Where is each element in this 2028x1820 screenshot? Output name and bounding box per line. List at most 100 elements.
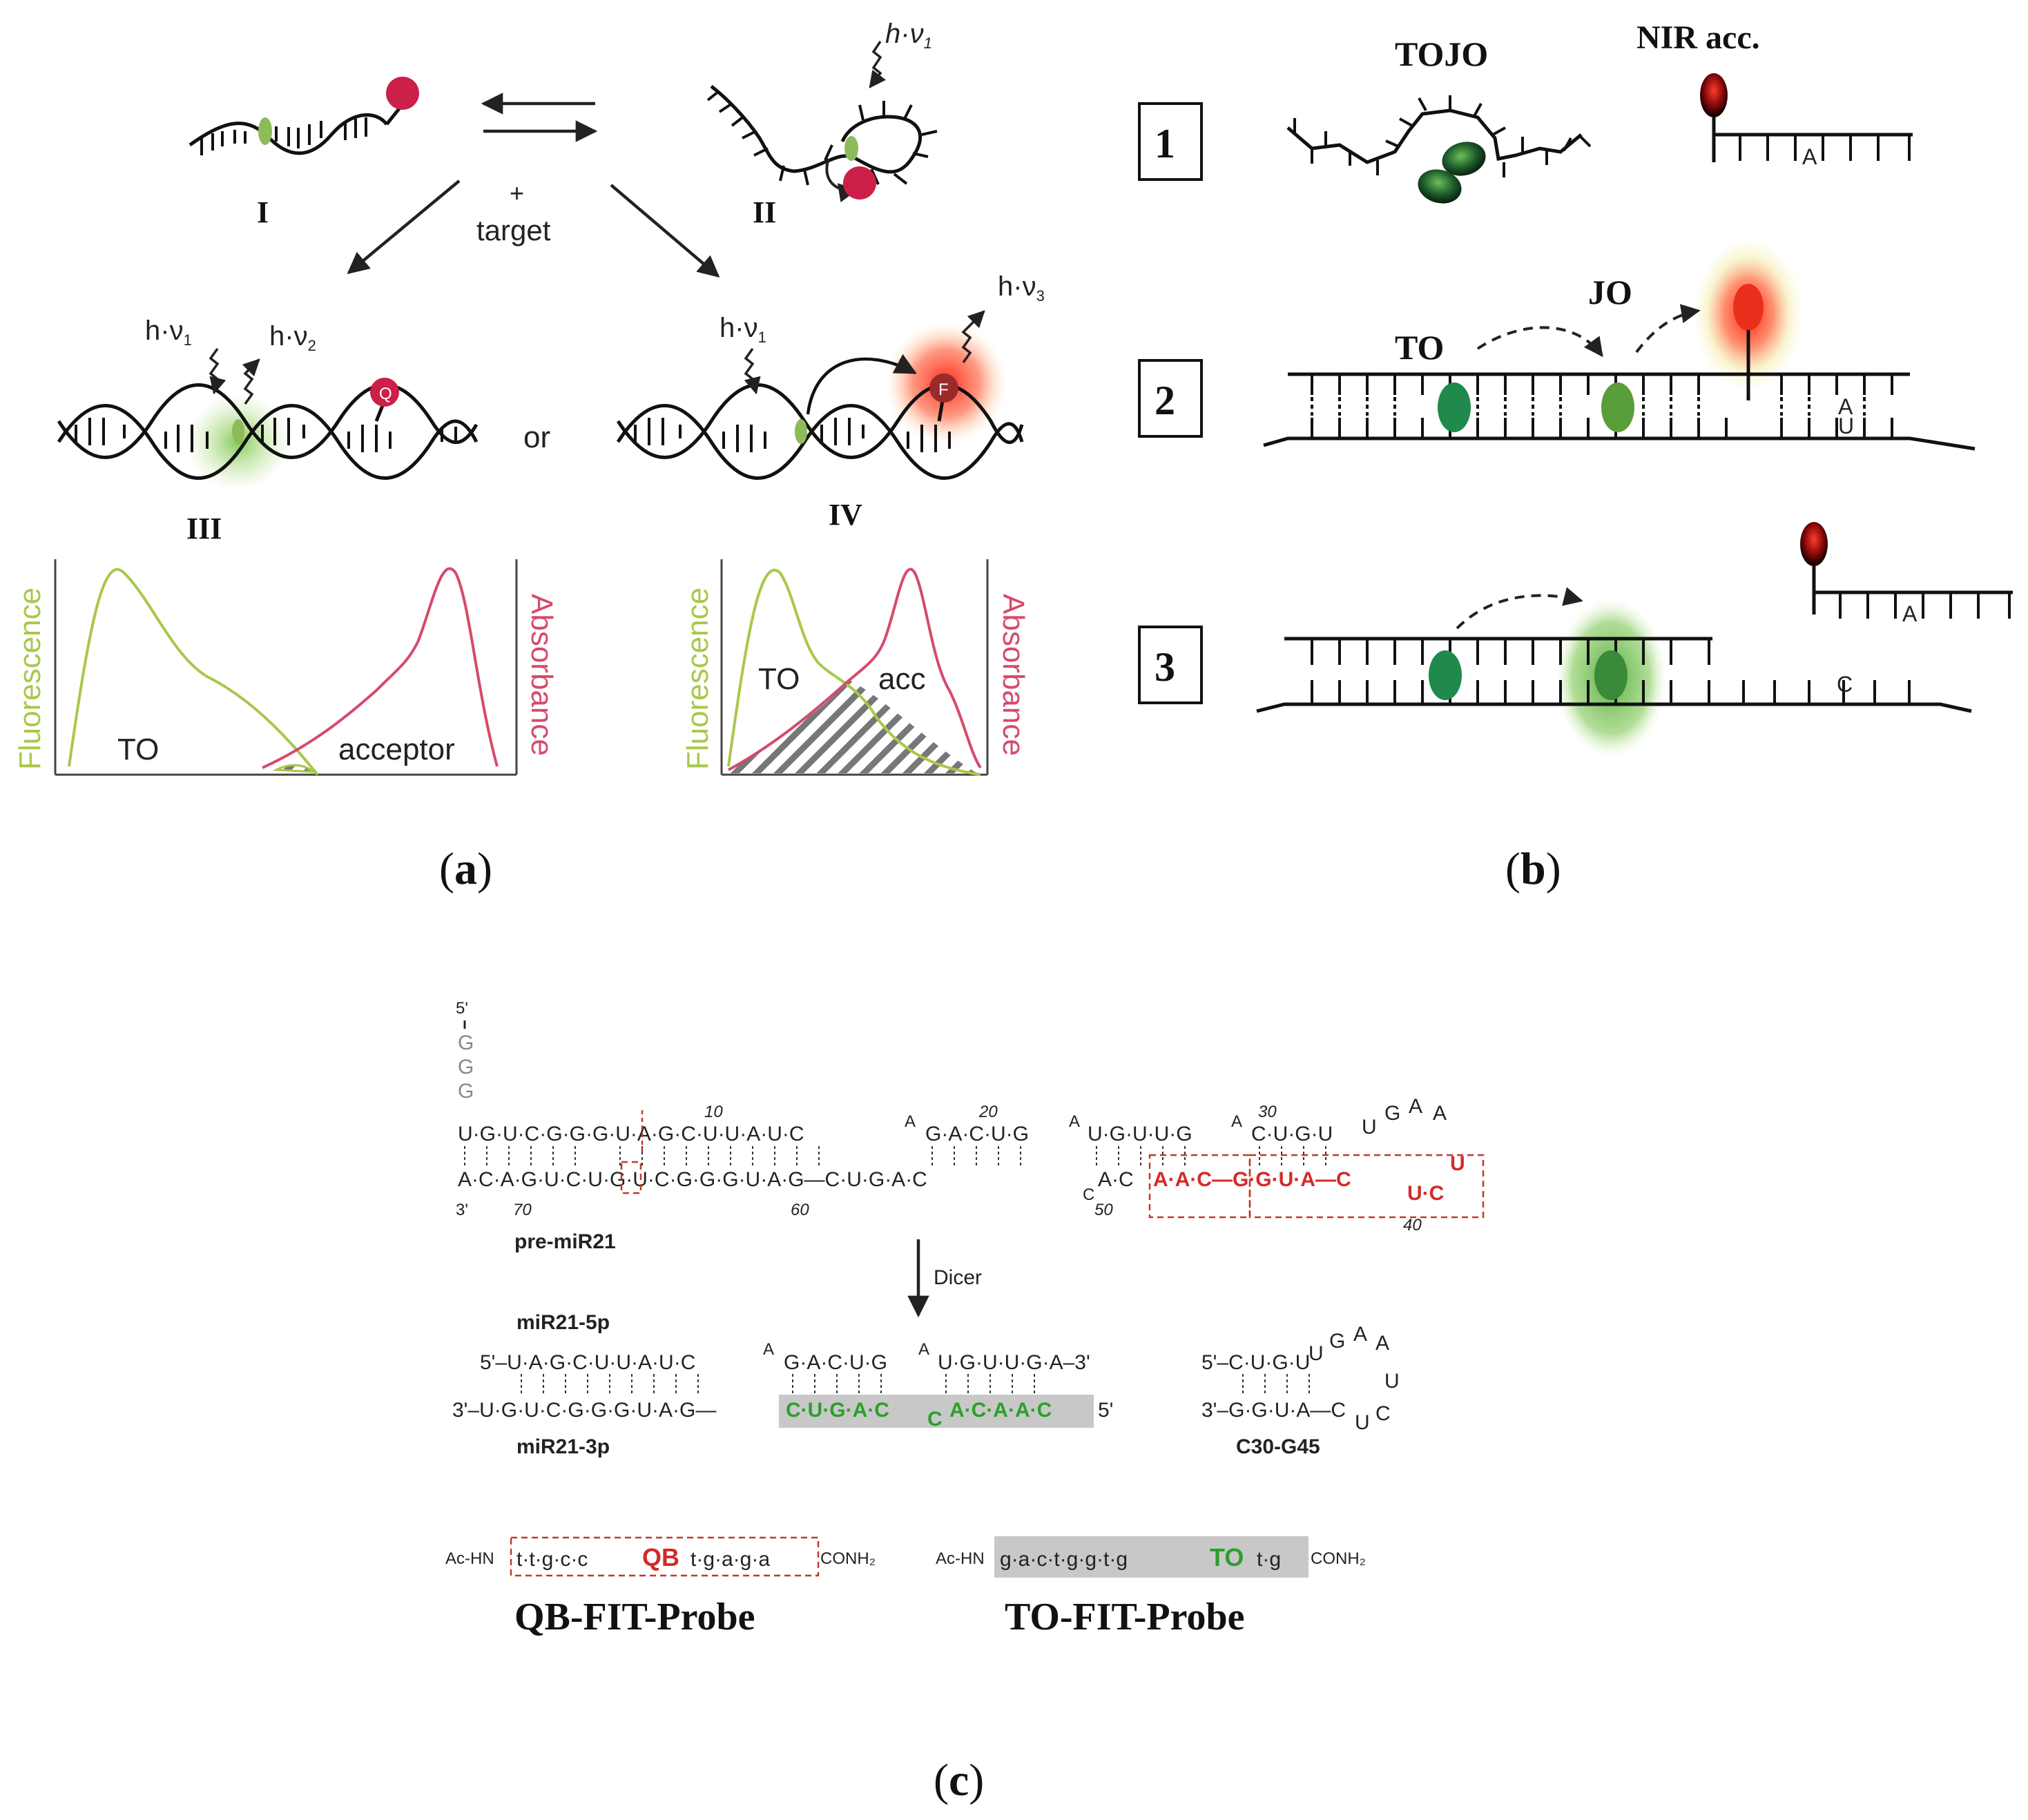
target-label: target bbox=[476, 214, 551, 246]
jo-label-step2: JO bbox=[1588, 273, 1632, 311]
fluorophore-F bbox=[929, 374, 958, 403]
hairpin-bottom-C: C bbox=[1375, 1402, 1391, 1425]
to-seq2: t·g bbox=[1257, 1548, 1281, 1571]
pre-top-bulge: A bbox=[905, 1112, 916, 1131]
position-40: 40 bbox=[1403, 1216, 1422, 1235]
hairpin-loop-U2: U bbox=[1384, 1370, 1400, 1393]
base-C-step3: C bbox=[1837, 672, 1853, 697]
to-dye-state-III bbox=[232, 419, 244, 444]
step-3-number: 3 bbox=[1155, 644, 1175, 690]
position-30: 30 bbox=[1258, 1103, 1277, 1121]
hv3-label-IV: h·ν3 bbox=[998, 271, 1045, 304]
absorbance-axis-label-left: Absorbance bbox=[525, 594, 559, 756]
fluorophore-F-letter: F bbox=[938, 380, 949, 399]
pre-top-bulge3: A bbox=[1231, 1112, 1242, 1131]
spectrum-plot-right: Fluorescence Absorbance TO acc bbox=[681, 559, 1030, 776]
to-fit-probe: Ac-HN g·a·c·t·g·g·t·g TO t·g CONH₂ TO-FI… bbox=[936, 1536, 1366, 1638]
pre-top-strand: U·G·U·C·G·G·G·U·A·G·C·U·U·A·U·C bbox=[458, 1123, 804, 1145]
tojo-probe bbox=[1286, 95, 1592, 204]
base-A-step2: A bbox=[1838, 394, 1853, 419]
to-dye-state-I bbox=[258, 117, 272, 145]
panel-b: 1 2 3 TOJO NIR acc. A bbox=[1138, 19, 2013, 894]
five-prime-pre: 5' bbox=[456, 999, 468, 1018]
mir21-3p-seq: 3'–U·G·U·C·G·G·G·U·A·G— bbox=[452, 1399, 716, 1422]
base-A-step3: A bbox=[1902, 601, 1918, 626]
fluorescence-curve-right bbox=[727, 568, 981, 776]
position-10: 10 bbox=[704, 1103, 723, 1121]
mir21-5p-seq: 5'–U·A·G·C·U·U·A·U·C bbox=[480, 1351, 695, 1374]
hv1-label-IV: h·ν1 bbox=[720, 313, 766, 346]
position-60: 60 bbox=[791, 1201, 809, 1219]
label-state-I: I bbox=[257, 195, 269, 229]
to-dye-state-II bbox=[844, 136, 858, 161]
loop-base-G: G bbox=[1384, 1102, 1400, 1125]
qb-dye: QB bbox=[642, 1543, 679, 1571]
energy-transfer-arrow bbox=[806, 354, 917, 415]
pre-bottom-strand: A·C·A·G·U·C·U·G·U·C·G·G·G·U·A·G—C·U·G·A·… bbox=[458, 1168, 927, 1191]
red-box-left bbox=[1148, 1154, 1251, 1219]
nir-dye-step2 bbox=[1733, 284, 1764, 331]
hairpin-top: 5'–C·U·G·U bbox=[1201, 1351, 1310, 1374]
g-overhang-2: G bbox=[458, 1056, 474, 1078]
hairpin-loop-U: U bbox=[1308, 1342, 1324, 1365]
c30-g45-label: C30-G45 bbox=[1236, 1435, 1320, 1458]
hairpin-bottom: 3'–G·G·U·A—C bbox=[1201, 1399, 1346, 1422]
quencher-state-I bbox=[386, 77, 419, 110]
jo-dye-step2 bbox=[1601, 383, 1634, 432]
hairpin-loop-A1: A bbox=[1353, 1323, 1367, 1346]
mir21-3p-end: 5' bbox=[1098, 1399, 1113, 1422]
qb-seq2: t·g·a·g·a bbox=[691, 1548, 770, 1571]
base-A-step1: A bbox=[1802, 144, 1817, 169]
hairpin-bottom-U: U bbox=[1355, 1411, 1370, 1434]
fluorescence-axis-label-right: Fluorescence bbox=[681, 588, 715, 770]
fluorescence-curve-left bbox=[68, 568, 319, 776]
panel-b-label: (b) bbox=[1505, 844, 1561, 894]
mir21-5p-seq2: G·A·C·U·G bbox=[784, 1351, 887, 1374]
qb-prefix: Ac-HN bbox=[445, 1549, 494, 1568]
hairpin-loop-G: G bbox=[1329, 1330, 1345, 1353]
tojo-label: TOJO bbox=[1395, 35, 1488, 73]
label-state-II: II bbox=[753, 195, 776, 229]
duplex-step-3: C A bbox=[1256, 522, 2013, 757]
mir21-5p-seq3: U·G·U·U·G·A–3' bbox=[938, 1351, 1090, 1374]
step-box-2 bbox=[1138, 359, 1203, 438]
to-prefix: Ac-HN bbox=[936, 1549, 985, 1568]
jo-dye-tojo bbox=[1418, 169, 1462, 204]
label-state-III: III bbox=[186, 512, 222, 545]
loop-base-A2: A bbox=[1433, 1102, 1447, 1125]
to-seq1: g·a·c·t·g·g·t·g bbox=[1000, 1548, 1128, 1571]
acceptor-label: acceptor bbox=[338, 733, 455, 766]
strand-state-II: h·ν1 II bbox=[706, 19, 938, 229]
to-probe-title: TO-FIT-Probe bbox=[1005, 1596, 1244, 1638]
g-overhang-3: G bbox=[458, 1080, 474, 1103]
acc-label: acc bbox=[878, 662, 925, 696]
nir-dye-1 bbox=[1700, 73, 1728, 117]
base-U-step2: U bbox=[1838, 414, 1854, 438]
step-box-1 bbox=[1138, 102, 1203, 181]
to-dye: TO bbox=[1210, 1543, 1244, 1571]
quencher-state-II bbox=[843, 166, 876, 200]
panel-c-label: (c) bbox=[934, 1755, 984, 1806]
pre-bottom-red: A·A·C—G·G·U·A—C bbox=[1153, 1168, 1351, 1191]
mir21-3p-highlight bbox=[779, 1395, 1094, 1428]
qb-suffix: CONH₂ bbox=[820, 1549, 876, 1568]
absorbance-curve-left bbox=[262, 567, 499, 769]
panel-c: 5' G G G U·G·U·C·G·G·G·U·A·G·C·U·U·A·U·C… bbox=[445, 999, 1485, 1806]
nir-dye-3 bbox=[1800, 522, 1828, 566]
pre-top-bulge2: A bbox=[1069, 1112, 1080, 1131]
duplex-step-2: A U TO JO bbox=[1263, 238, 1976, 451]
loop-base-red-U: U bbox=[1450, 1152, 1465, 1175]
to-dye-step2 bbox=[1438, 383, 1471, 432]
mir21-duplex: miR21-5p 5'–U·A·G·C·U·U·A·U·C A G·A·C·U·… bbox=[452, 1311, 1113, 1458]
g-overhang-1: G bbox=[458, 1032, 474, 1054]
qb-fit-probe: Ac-HN t·t·g·c·c QB t·g·a·g·a CONH₂ QB-FI… bbox=[445, 1536, 876, 1638]
pre-top-mid: G·A·C·U·G bbox=[925, 1123, 1029, 1145]
step-2-number: 2 bbox=[1155, 378, 1175, 423]
nir-acceptor-label: NIR acc. bbox=[1636, 19, 1760, 56]
mir21-5p-label: miR21-5p bbox=[516, 1311, 610, 1334]
qb-seq1: t·t·g·c·c bbox=[516, 1548, 588, 1571]
hv1-label-III: h·ν1 bbox=[145, 316, 192, 349]
or-label: or bbox=[523, 420, 550, 454]
duplex-state-IV: F h·ν1 h·ν3 IV bbox=[616, 271, 1045, 532]
